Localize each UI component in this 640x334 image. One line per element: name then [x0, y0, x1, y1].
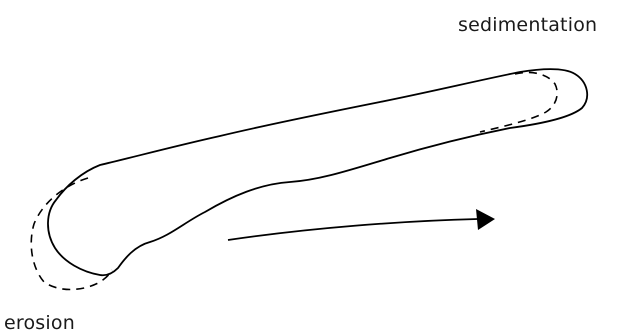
sedimentation-label: sedimentation	[458, 14, 598, 36]
erosion-label: erosion	[4, 312, 75, 334]
flow-arrowhead-icon	[476, 209, 495, 230]
shape-outline	[47, 68, 589, 277]
flow-arrow-line	[227, 218, 479, 241]
erosion-dashed-outline	[30, 177, 113, 291]
sedimentation-dashed-outline	[479, 71, 558, 133]
